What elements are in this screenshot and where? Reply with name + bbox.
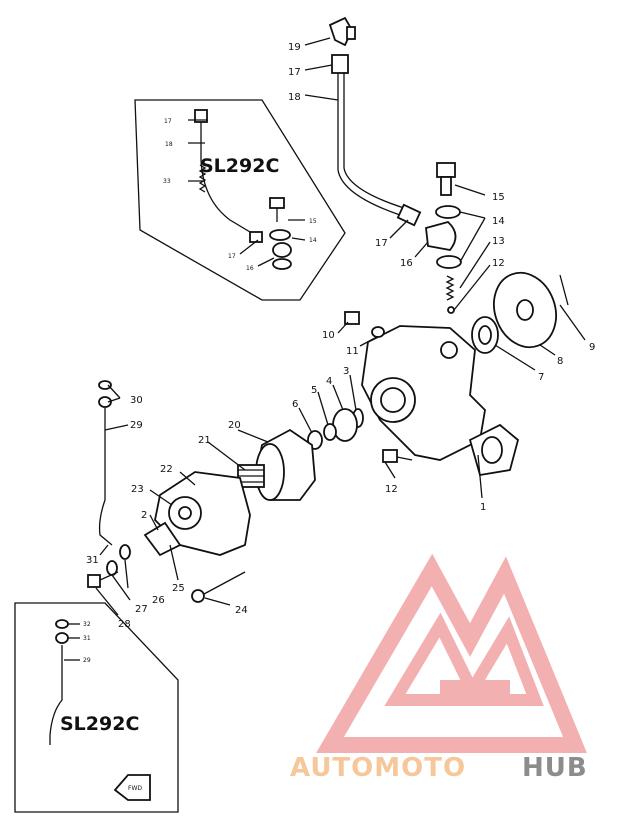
callout-7: 7 bbox=[538, 372, 544, 383]
washers bbox=[307, 408, 364, 450]
callout-8: 8 bbox=[557, 356, 563, 367]
pump-body bbox=[344, 311, 520, 477]
inset-top-label-17b: 17 bbox=[228, 253, 236, 260]
callout-30: 30 bbox=[130, 395, 143, 406]
callout-25: 25 bbox=[172, 583, 185, 594]
callout-9: 9 bbox=[589, 342, 595, 353]
callout-12-top: 12 bbox=[492, 258, 505, 269]
hose-assembly bbox=[328, 16, 462, 314]
inset-bottom-model: SL292C bbox=[60, 713, 139, 735]
callout-6: 6 bbox=[292, 399, 298, 410]
callout-31: 31 bbox=[86, 555, 99, 566]
cable bbox=[87, 380, 131, 588]
callout-3: 3 bbox=[343, 366, 349, 377]
callout-24: 24 bbox=[235, 605, 248, 616]
leader-lines bbox=[95, 37, 586, 616]
inset-bottom-label-32: 32 bbox=[83, 621, 91, 628]
inset-top-label-33: 33 bbox=[163, 178, 171, 185]
gear-cover bbox=[237, 428, 316, 501]
callout-15: 15 bbox=[492, 192, 505, 203]
callout-22: 22 bbox=[160, 464, 173, 475]
inset-top-label-14: 14 bbox=[309, 237, 317, 244]
callout-4: 4 bbox=[326, 376, 332, 387]
inset-top-label-18: 18 bbox=[165, 141, 173, 148]
housing bbox=[143, 471, 251, 603]
callout-14: 14 bbox=[492, 216, 505, 227]
callout-20: 20 bbox=[228, 420, 241, 431]
inset-top-label-16: 16 bbox=[246, 265, 254, 272]
callout-18: 18 bbox=[288, 92, 301, 103]
callout-29: 29 bbox=[130, 420, 143, 431]
watermark-brand-automoto: AUTOMOTO bbox=[290, 753, 466, 783]
callout-27: 27 bbox=[135, 604, 148, 615]
callout-26: 26 bbox=[152, 595, 165, 606]
callout-11: 11 bbox=[346, 346, 359, 357]
callout-17-lower: 17 bbox=[375, 238, 388, 249]
callout-12-lower: 12 bbox=[385, 484, 398, 495]
inset-top: SL292C 17 18 33 15 14 17 16 bbox=[134, 99, 346, 301]
watermark-logo bbox=[316, 553, 587, 753]
watermark-brand-hub: HUB bbox=[522, 753, 588, 783]
callout-23: 23 bbox=[131, 484, 144, 495]
inset-top-model: SL292C bbox=[200, 155, 279, 177]
inset-top-label-17a: 17 bbox=[164, 118, 172, 125]
callout-19: 19 bbox=[288, 42, 301, 53]
cover-parts bbox=[471, 271, 569, 354]
callout-28: 28 bbox=[118, 619, 131, 630]
fwd-mark: FWD bbox=[128, 785, 142, 792]
callout-2: 2 bbox=[141, 510, 147, 521]
callout-16: 16 bbox=[400, 258, 413, 269]
inset-bottom-label-31: 31 bbox=[83, 635, 91, 642]
callout-5: 5 bbox=[311, 385, 317, 396]
inset-top-label-15: 15 bbox=[309, 218, 317, 225]
callout-10: 10 bbox=[322, 330, 335, 341]
inset-bottom: SL292C 32 31 29 FWD bbox=[14, 602, 179, 813]
inset-bottom-label-29: 29 bbox=[83, 657, 91, 664]
callout-1: 1 bbox=[480, 502, 486, 513]
callout-21: 21 bbox=[198, 435, 211, 446]
callout-17-top: 17 bbox=[288, 67, 301, 78]
callout-13: 13 bbox=[492, 236, 505, 247]
callout-labels: 19 17 18 15 14 17 16 13 12 9 8 10 11 7 3… bbox=[86, 42, 595, 630]
